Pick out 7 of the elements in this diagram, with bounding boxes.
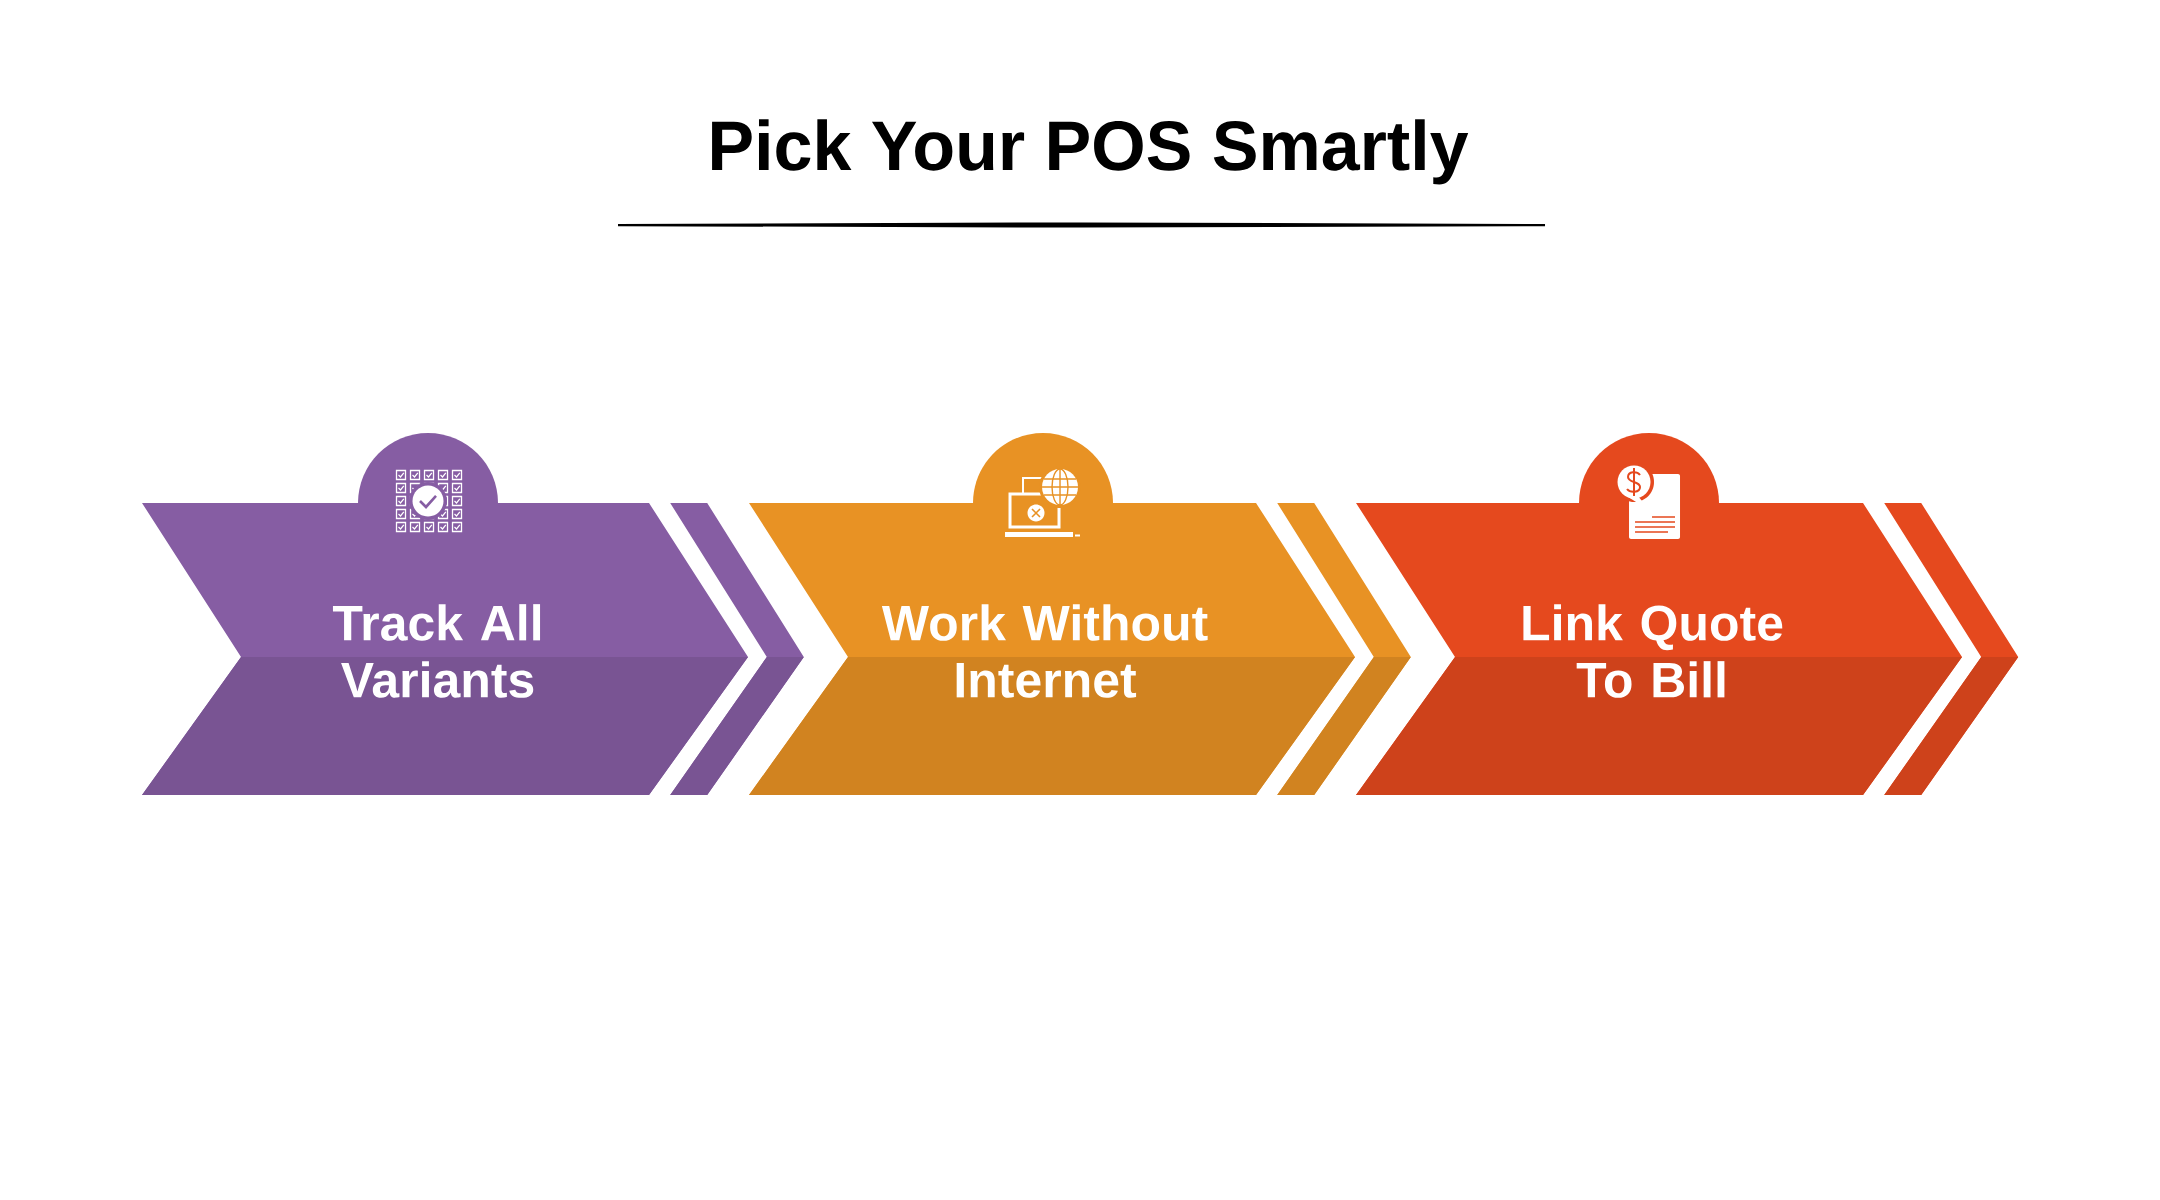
chevron-arrow (1884, 503, 2019, 795)
chevron-arrow (670, 503, 804, 795)
chevron-arrow (1277, 503, 1411, 795)
chevron-box: Link Quote To Bill (1356, 433, 1962, 795)
chevron-box: Work Without Internet (749, 433, 1355, 795)
chevron-box: Track All Variants (142, 433, 748, 795)
title: Pick Your POS Smartly (712, 119, 1469, 185)
